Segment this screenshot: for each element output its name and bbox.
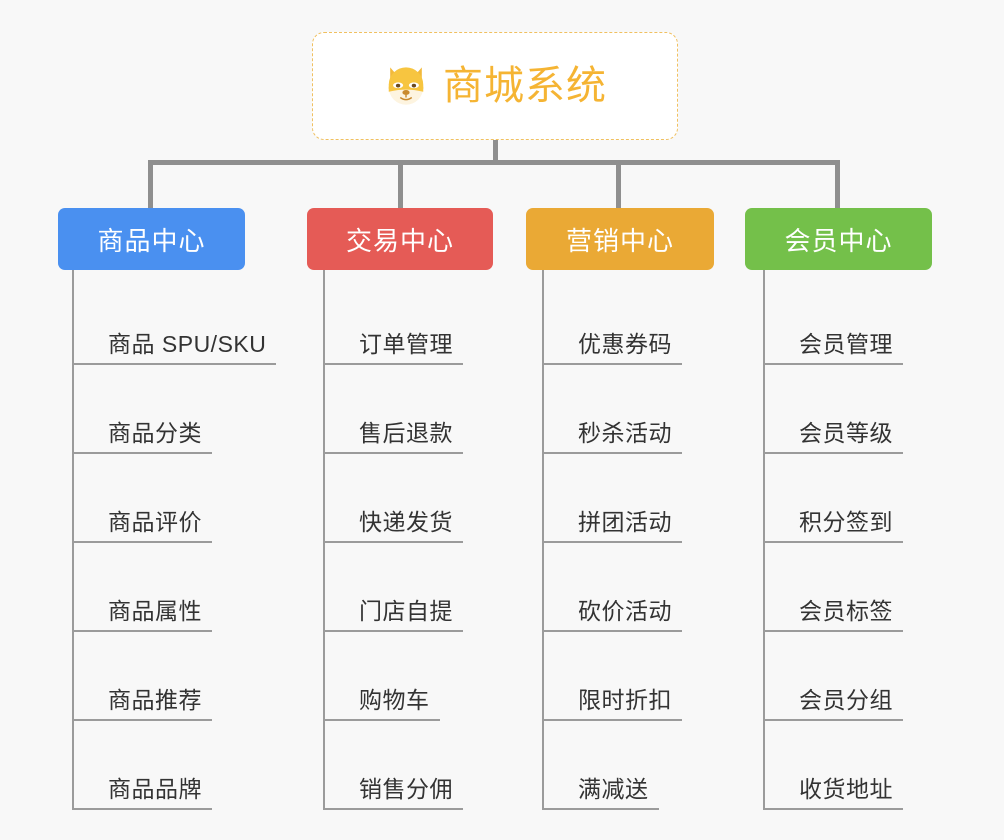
leaf-item[interactable]: 满减送 <box>544 721 726 810</box>
leaf-label: 快递发货 <box>359 509 453 536</box>
dog-face-icon <box>388 67 424 105</box>
leaf-label: 销售分佣 <box>359 776 453 803</box>
leaf-item[interactable]: 积分签到 <box>765 454 945 543</box>
leaf-item[interactable]: 优惠券码 <box>544 276 726 365</box>
leaf-item[interactable]: 商品属性 <box>74 543 288 632</box>
leaf-label: 订单管理 <box>359 331 453 358</box>
leaf-label: 门店自提 <box>359 598 453 625</box>
leaf-label: 会员等级 <box>799 420 893 447</box>
leaf-item[interactable]: 门店自提 <box>325 543 512 632</box>
leaf-item[interactable]: 限时折扣 <box>544 632 726 721</box>
leaf-label: 商品 SPU/SKU <box>108 331 267 358</box>
branch-column-marketing: 营销中心 优惠券码 秒杀活动 拼团活动 砍价活动 限时折扣 <box>526 208 726 810</box>
connector-horizontal-bus <box>148 160 840 165</box>
category-box-trade[interactable]: 交易中心 <box>307 208 493 270</box>
category-box-product[interactable]: 商品中心 <box>58 208 245 270</box>
branch-column-trade: 交易中心 订单管理 售后退款 快递发货 门店自提 购物车 <box>307 208 512 810</box>
branch-column-product: 商品中心 商品 SPU/SKU 商品分类 商品评价 商品属性 商品推荐 <box>58 208 288 810</box>
leaf-label: 商品分类 <box>108 420 202 447</box>
leaf-label: 限时折扣 <box>578 687 672 714</box>
branch-items-trade: 订单管理 售后退款 快递发货 门店自提 购物车 销售分佣 <box>323 270 512 810</box>
leaf-item[interactable]: 会员管理 <box>765 276 945 365</box>
leaf-item[interactable]: 销售分佣 <box>325 721 512 810</box>
leaf-item[interactable]: 商品品牌 <box>74 721 288 810</box>
leaf-item[interactable]: 商品分类 <box>74 365 288 454</box>
leaf-item[interactable]: 购物车 <box>325 632 512 721</box>
branch-columns: 商品中心 商品 SPU/SKU 商品分类 商品评价 商品属性 商品推荐 <box>0 208 1004 840</box>
leaf-label: 砍价活动 <box>578 598 672 625</box>
leaf-label: 会员管理 <box>799 331 893 358</box>
leaf-label: 会员分组 <box>799 687 893 714</box>
leaf-item[interactable]: 收货地址 <box>765 721 945 810</box>
leaf-item[interactable]: 售后退款 <box>325 365 512 454</box>
leaf-label: 满减送 <box>578 776 649 803</box>
leaf-label: 商品品牌 <box>108 776 202 803</box>
leaf-label: 商品属性 <box>108 598 202 625</box>
leaf-item[interactable]: 砍价活动 <box>544 543 726 632</box>
leaf-item[interactable]: 会员分组 <box>765 632 945 721</box>
leaf-item[interactable]: 会员等级 <box>765 365 945 454</box>
category-label: 会员中心 <box>784 225 893 256</box>
leaf-label: 秒杀活动 <box>578 420 672 447</box>
leaf-item[interactable]: 秒杀活动 <box>544 365 726 454</box>
category-box-marketing[interactable]: 营销中心 <box>526 208 714 270</box>
leaf-label: 购物车 <box>359 687 430 714</box>
connector-drop-4 <box>835 160 840 208</box>
leaf-item[interactable]: 快递发货 <box>325 454 512 543</box>
leaf-label: 商品评价 <box>108 509 202 536</box>
branch-column-member: 会员中心 会员管理 会员等级 积分签到 会员标签 会员分组 <box>745 208 945 810</box>
leaf-label: 商品推荐 <box>108 687 202 714</box>
leaf-label: 收货地址 <box>799 776 893 803</box>
leaf-item[interactable]: 商品推荐 <box>74 632 288 721</box>
branch-items-product: 商品 SPU/SKU 商品分类 商品评价 商品属性 商品推荐 商品品牌 <box>72 270 288 810</box>
connector-drop-2 <box>398 160 403 208</box>
leaf-label: 售后退款 <box>359 420 453 447</box>
leaf-item[interactable]: 订单管理 <box>325 276 512 365</box>
leaf-item[interactable]: 商品评价 <box>74 454 288 543</box>
root-node[interactable]: 商城系统 <box>312 32 678 140</box>
leaf-label: 拼团活动 <box>578 509 672 536</box>
leaf-item[interactable]: 会员标签 <box>765 543 945 632</box>
leaf-item[interactable]: 商品 SPU/SKU <box>74 276 288 365</box>
leaf-label: 会员标签 <box>799 598 893 625</box>
category-box-member[interactable]: 会员中心 <box>745 208 932 270</box>
branch-items-marketing: 优惠券码 秒杀活动 拼团活动 砍价活动 限时折扣 满减送 <box>542 270 726 810</box>
leaf-label: 优惠券码 <box>578 331 672 358</box>
category-label: 商品中心 <box>97 225 206 256</box>
connector-drop-3 <box>616 160 621 208</box>
leaf-label: 积分签到 <box>799 509 893 536</box>
root-title: 商城系统 <box>443 64 607 108</box>
connector-root-stem <box>493 140 498 164</box>
category-label: 营销中心 <box>565 225 674 256</box>
category-label: 交易中心 <box>345 225 454 256</box>
leaf-item[interactable]: 拼团活动 <box>544 454 726 543</box>
connector-drop-1 <box>148 160 153 208</box>
branch-items-member: 会员管理 会员等级 积分签到 会员标签 会员分组 收货地址 <box>763 270 945 810</box>
